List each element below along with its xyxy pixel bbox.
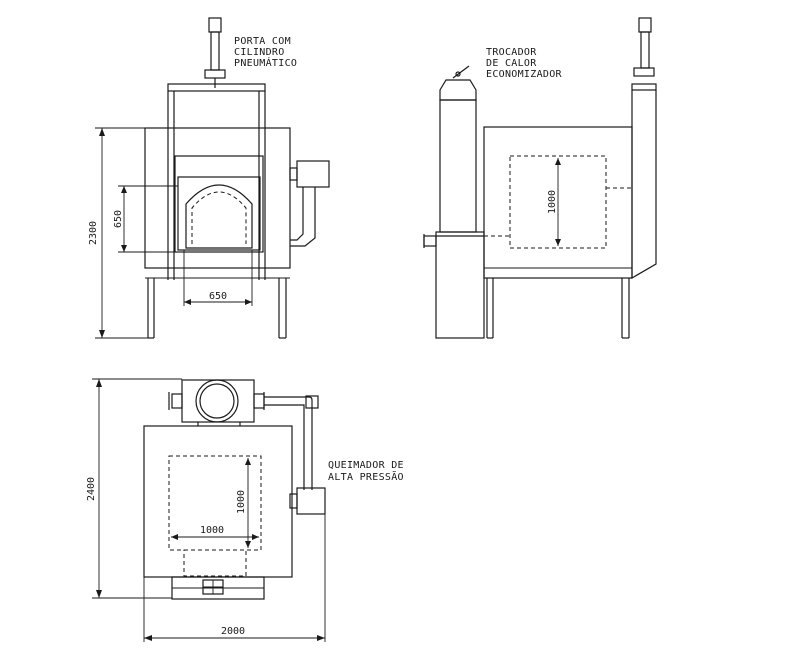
top-view: 2400 1000 1000 2000 QUEIMADOR DE ALTA PR… — [86, 378, 404, 642]
svg-text:ALTA PRESSÃO: ALTA PRESSÃO — [328, 470, 404, 483]
top-burner — [289, 487, 326, 515]
door-lift-frame — [167, 83, 266, 280]
side-view: 1000 TROCADOR DE CALOR ECONOMIZADOR — [423, 17, 657, 339]
dim-top-width — [143, 514, 326, 642]
svg-text:DE CALOR: DE CALOR — [486, 58, 537, 69]
front-burner — [289, 160, 330, 247]
svg-text:PORTA COM: PORTA COM — [234, 36, 291, 47]
top-furnace-body — [143, 425, 293, 578]
dim-top-depth — [92, 378, 182, 599]
dim-front-door-width-text: 650 — [209, 291, 227, 302]
front-door — [174, 155, 264, 253]
svg-text:ECONOMIZADOR: ECONOMIZADOR — [486, 69, 563, 80]
dim-top-chamber-depth — [245, 458, 251, 548]
top-base — [171, 576, 265, 600]
burner-annotation: QUEIMADOR DE ALTA PRESSÃO — [328, 460, 404, 483]
dim-top-chamber-depth-text: 1000 — [236, 490, 247, 514]
top-burner-pipe — [264, 395, 319, 490]
svg-text:TROCADOR: TROCADOR — [486, 47, 537, 58]
dim-front-door-height — [118, 185, 178, 253]
svg-text:QUEIMADOR DE: QUEIMADOR DE — [328, 460, 404, 471]
svg-text:CILINDRO: CILINDRO — [234, 47, 285, 58]
front-view: 2300 650 650 PORTA COM CILINDRO PNEUMÁTI… — [88, 17, 330, 339]
dim-top-depth-text: 2400 — [86, 477, 97, 501]
top-exchanger — [168, 379, 265, 426]
door-annotation: PORTA COM CILINDRO PNEUMÁTICO — [234, 36, 297, 69]
front-chimney — [204, 17, 226, 88]
dim-top-chamber-width-text: 1000 — [200, 525, 224, 536]
dim-front-door-width — [183, 250, 253, 306]
svg-text:PNEUMÁTICO: PNEUMÁTICO — [234, 56, 297, 69]
dim-top-width-text: 2000 — [221, 626, 245, 637]
side-chamber-hidden — [509, 155, 607, 249]
heat-exchanger — [423, 65, 485, 339]
exchanger-annotation: TROCADOR DE CALOR ECONOMIZADOR — [486, 47, 563, 80]
side-chimney — [631, 17, 657, 280]
dim-front-height-text: 2300 — [88, 221, 99, 245]
dim-top-chamber-width — [171, 534, 259, 540]
front-furnace-body — [144, 127, 291, 269]
dim-front-height — [95, 127, 148, 339]
dim-side-chamber-text: 1000 — [547, 190, 558, 214]
front-legs — [147, 278, 287, 339]
dim-front-door-height-text: 650 — [113, 210, 124, 228]
dim-side-chamber — [555, 158, 561, 246]
side-legs — [486, 278, 630, 339]
